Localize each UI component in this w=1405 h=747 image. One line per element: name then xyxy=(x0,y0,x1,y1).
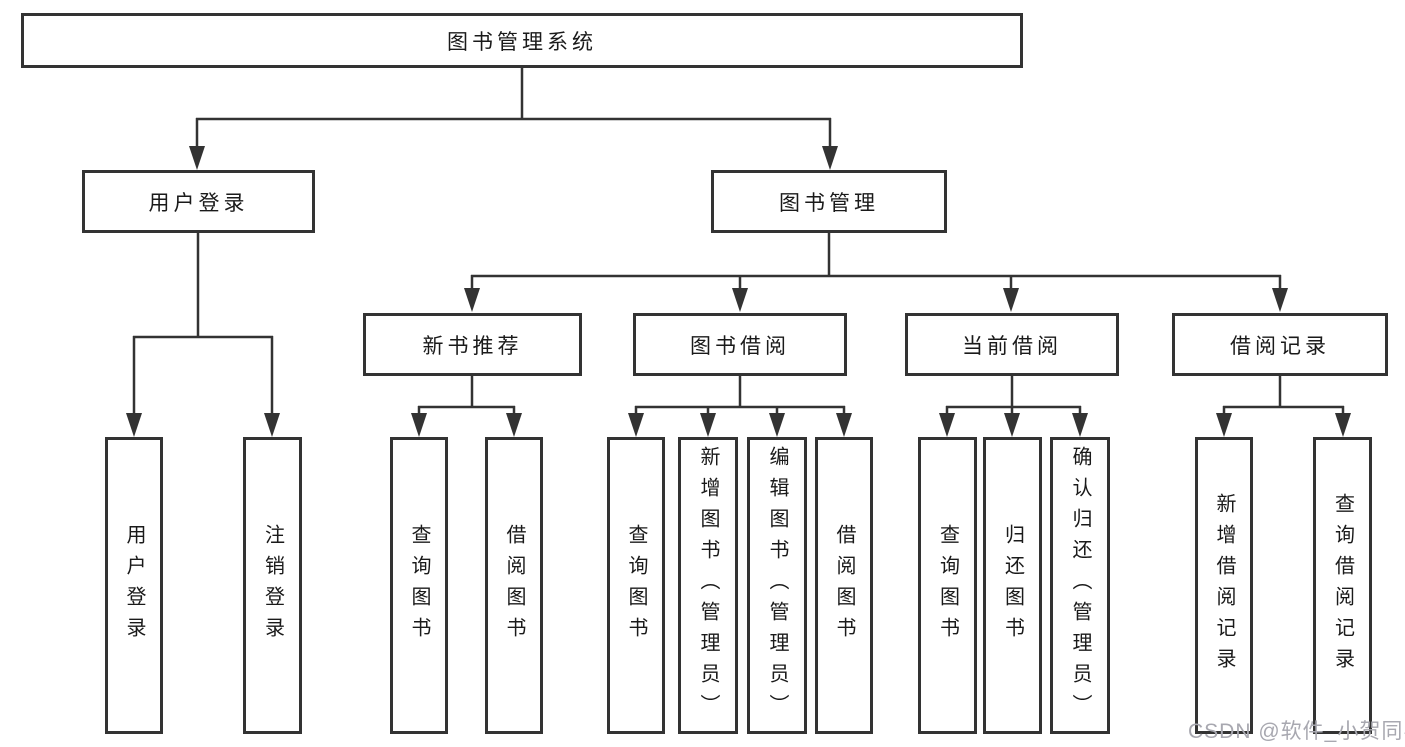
leaf-query-books-recommend: 查询图书 xyxy=(390,437,448,734)
leaf-label: 借阅图书 xyxy=(833,523,855,648)
node-current-borrowing: 当前借阅 xyxy=(905,313,1119,376)
leaf-query-borrow-record: 查询借阅记录 xyxy=(1313,437,1372,734)
leaf-add-borrow-record: 新增借阅记录 xyxy=(1195,437,1253,734)
leaf-logout: 注销登录 xyxy=(243,437,302,734)
node-library-management-system: 图书管理系统 xyxy=(21,13,1023,68)
leaf-return-books: 归还图书 xyxy=(983,437,1042,734)
node-label: 新书推荐 xyxy=(422,334,523,358)
leaf-label: 编辑图书（管理员） xyxy=(766,446,788,725)
node-label: 借阅记录 xyxy=(1230,334,1330,358)
leaf-borrow-books-recommend: 借阅图书 xyxy=(485,437,543,734)
node-borrowing-records: 借阅记录 xyxy=(1172,313,1388,376)
node-label: 图书借阅 xyxy=(690,334,790,358)
node-label: 图书管理系统 xyxy=(447,30,597,54)
leaf-label: 用户登录 xyxy=(123,523,145,648)
leaf-label: 新增借阅记录 xyxy=(1213,492,1235,679)
csdn-watermark: CSDN @软件_小贺同学 xyxy=(1188,720,1405,743)
leaf-label: 查询图书 xyxy=(625,523,647,648)
leaf-query-books-current: 查询图书 xyxy=(918,437,977,734)
node-label: 用户登录 xyxy=(148,191,249,215)
node-book-management: 图书管理 xyxy=(711,170,947,233)
leaf-label: 注销登录 xyxy=(261,523,284,648)
leaf-label: 查询图书 xyxy=(408,523,430,648)
leaf-user-login: 用户登录 xyxy=(105,437,163,734)
leaf-label: 查询借阅记录 xyxy=(1331,492,1354,679)
node-label: 图书管理 xyxy=(779,191,879,215)
node-new-book-recommendation: 新书推荐 xyxy=(363,313,582,376)
node-user-login: 用户登录 xyxy=(82,170,315,233)
leaf-label: 借阅图书 xyxy=(503,523,525,648)
node-book-borrowing: 图书借阅 xyxy=(633,313,847,376)
leaf-edit-book-admin: 编辑图书（管理员） xyxy=(747,437,807,734)
leaf-query-books-borrowing: 查询图书 xyxy=(607,437,665,734)
leaf-label: 新增图书（管理员） xyxy=(697,446,719,725)
leaf-add-book-admin: 新增图书（管理员） xyxy=(678,437,738,734)
leaf-confirm-return-admin: 确认归还（管理员） xyxy=(1050,437,1110,734)
leaf-label: 确认归还（管理员） xyxy=(1069,446,1091,725)
node-label: 当前借阅 xyxy=(962,334,1062,358)
leaf-label: 归还图书 xyxy=(1001,523,1024,648)
leaf-label: 查询图书 xyxy=(936,523,959,648)
leaf-borrow-books: 借阅图书 xyxy=(815,437,873,734)
